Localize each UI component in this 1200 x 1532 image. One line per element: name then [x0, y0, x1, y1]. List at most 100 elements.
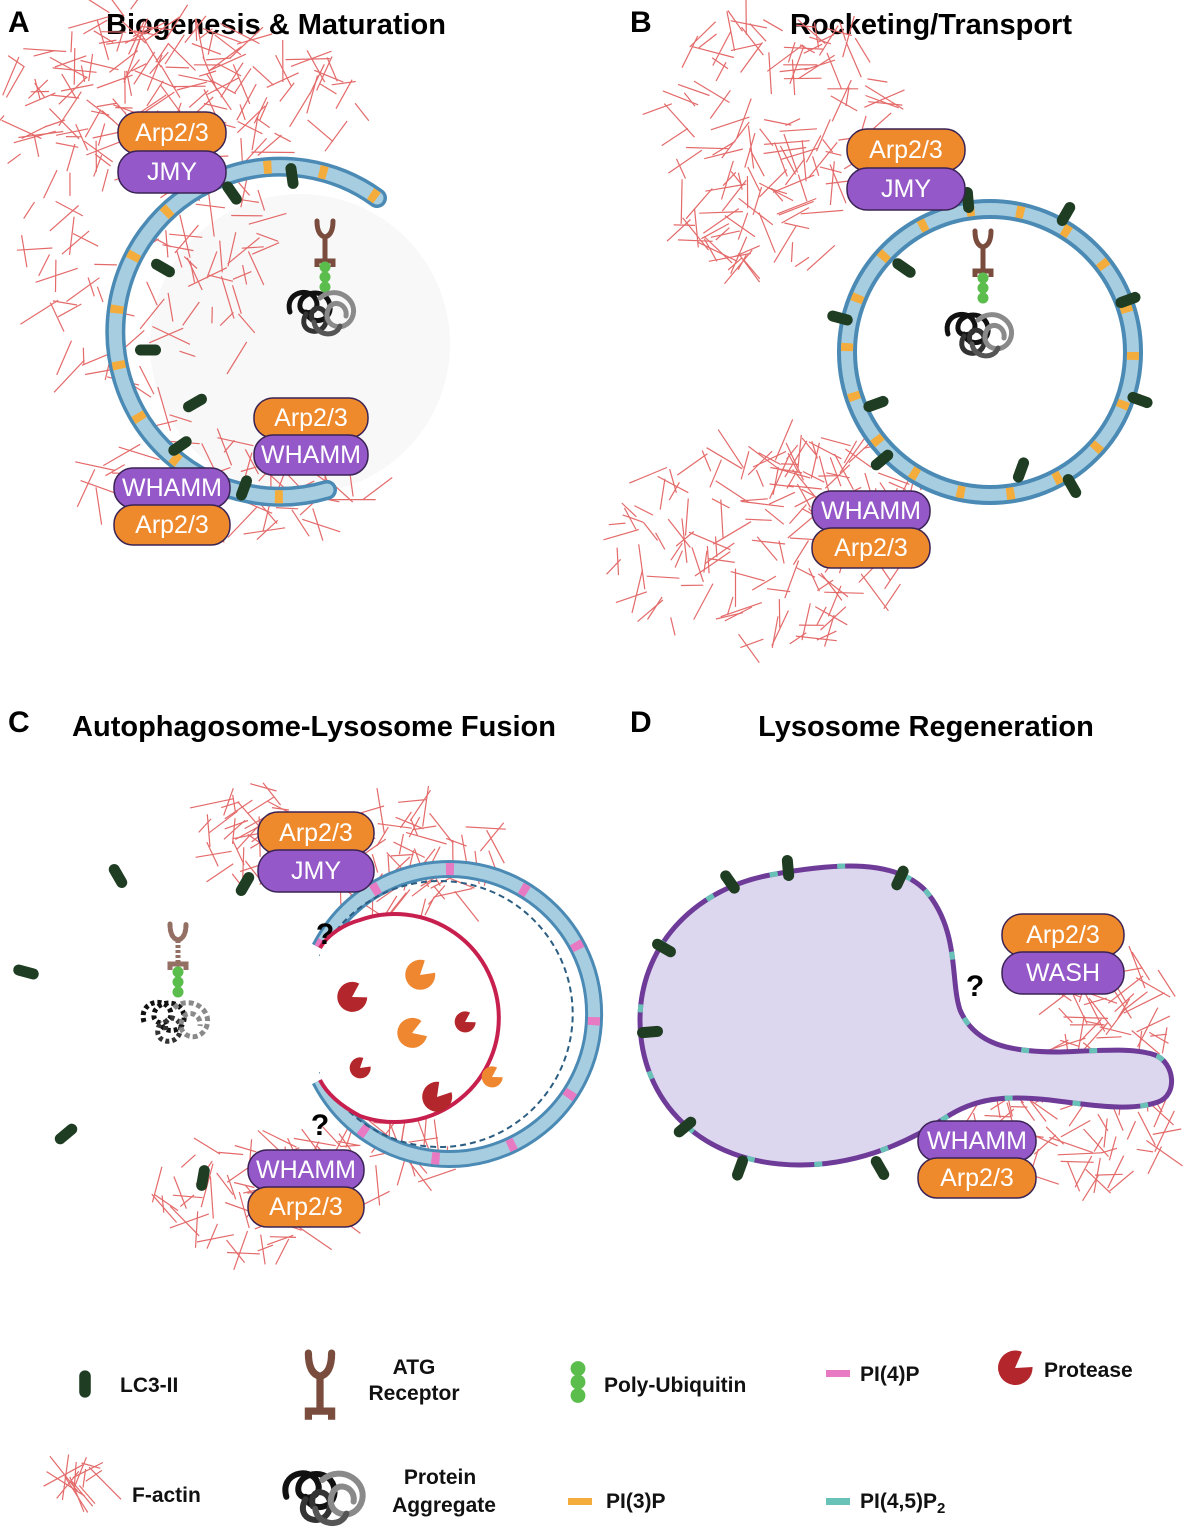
actin-filament [193, 1137, 221, 1155]
actin-filament [721, 121, 750, 159]
actin-filament [655, 532, 666, 550]
actin-filament [1152, 1128, 1182, 1135]
actin-filament [779, 128, 818, 132]
actin-filament [675, 531, 695, 547]
actin-filament [405, 831, 447, 845]
actin-filament [161, 1195, 165, 1213]
actin-filament [220, 22, 260, 45]
actin-filament [1123, 991, 1148, 1011]
actin-filament [146, 80, 164, 107]
actin-filament [257, 1130, 282, 1153]
actin-filament [21, 125, 48, 140]
actin-filament [1136, 1015, 1171, 1033]
actin-filament [693, 583, 714, 620]
actin-filament [712, 521, 752, 545]
pi3p-domains [841, 203, 1139, 501]
actin-filament [697, 241, 737, 262]
poly-ubiquitin-icon [570, 1361, 586, 1403]
actin-filament [842, 15, 855, 58]
actin-filament [1060, 1160, 1094, 1163]
actin-filament [720, 160, 734, 200]
panel-c-label: C [8, 706, 30, 739]
actin-filament [1117, 998, 1131, 1019]
actin-filament [165, 230, 169, 258]
actin-filament [877, 472, 910, 485]
actin-filament [864, 89, 905, 108]
actin-filament [203, 102, 228, 110]
actin-filament [232, 840, 245, 866]
actin-filament [87, 277, 95, 297]
actin-filament [759, 128, 774, 147]
svg-text:JMY: JMY [147, 158, 197, 186]
actin-filament [226, 1251, 260, 1255]
pill-arp-a2: Arp2/3 [253, 397, 369, 439]
svg-text:WHAMM: WHAMM [122, 474, 222, 502]
actin-filament [338, 1133, 352, 1151]
actin-filament [143, 91, 175, 113]
actin-filament [710, 230, 740, 238]
actin-filament [845, 41, 862, 78]
actin-filament [139, 365, 155, 395]
actin-filament [232, 64, 251, 105]
actin-filament [101, 168, 109, 192]
actin-filament [73, 1461, 77, 1488]
actin-filament [845, 87, 850, 107]
actin-filament [637, 599, 664, 623]
actin-filament [642, 103, 673, 115]
actin-filament [785, 442, 805, 481]
actin-filament [751, 575, 777, 591]
actin-filament [787, 42, 796, 63]
svg-text:Arp2/3: Arp2/3 [279, 819, 353, 847]
actin-filament [43, 1463, 85, 1487]
actin-filament [131, 63, 147, 72]
actin-filament [244, 452, 253, 480]
actin-filament [96, 286, 104, 303]
actin-filament [1113, 990, 1132, 1019]
actin-filament [1067, 1161, 1081, 1192]
actin-filament [231, 818, 236, 844]
actin-filament [409, 1162, 432, 1192]
actin-filament [860, 573, 889, 612]
lc3-ii-icon [79, 1370, 91, 1398]
actin-filament [169, 233, 203, 238]
actin-filament [24, 92, 56, 107]
actin-filament [670, 617, 676, 636]
actin-filament [763, 119, 792, 126]
actin-filament [461, 834, 468, 863]
actin-filament [244, 449, 260, 475]
actin-filament [73, 47, 76, 85]
actin-filament [226, 1174, 237, 1200]
actin-filament [72, 232, 99, 247]
actin-filament [715, 62, 727, 82]
actin-filament [88, 1466, 122, 1500]
actin-filament [826, 52, 843, 90]
actin-filament [84, 109, 102, 138]
panel-b-label: B [630, 6, 652, 39]
actin-filament [49, 302, 65, 332]
panel-c-title: Autophagosome-Lysosome Fusion [72, 711, 556, 743]
svg-text:WASH: WASH [1026, 959, 1100, 987]
actin-filament [223, 439, 235, 453]
actin-filament [740, 451, 750, 480]
actin-filament [220, 276, 235, 319]
actin-filament [88, 0, 110, 14]
actin-filament [52, 67, 97, 73]
actin-filament [68, 16, 109, 29]
actin-filament [111, 0, 125, 17]
legend-pi3p-label: PI(3)P [606, 1490, 666, 1513]
actin-filament [747, 166, 761, 192]
legend-aggregate-label-1: Protein [404, 1466, 476, 1489]
actin-filament [814, 606, 848, 626]
actin-filament [208, 810, 238, 834]
actin-filament [326, 57, 338, 82]
actin-filament [232, 832, 260, 840]
actin-filament [322, 1126, 342, 1148]
pill-arp-c2: Arp2/3 [247, 1186, 365, 1228]
actin-filament [68, 216, 75, 255]
actin-filament [34, 82, 45, 98]
actin-filament [479, 822, 505, 852]
actin-filament [659, 478, 666, 510]
actin-filament [137, 94, 167, 115]
actin-filament [800, 209, 844, 215]
